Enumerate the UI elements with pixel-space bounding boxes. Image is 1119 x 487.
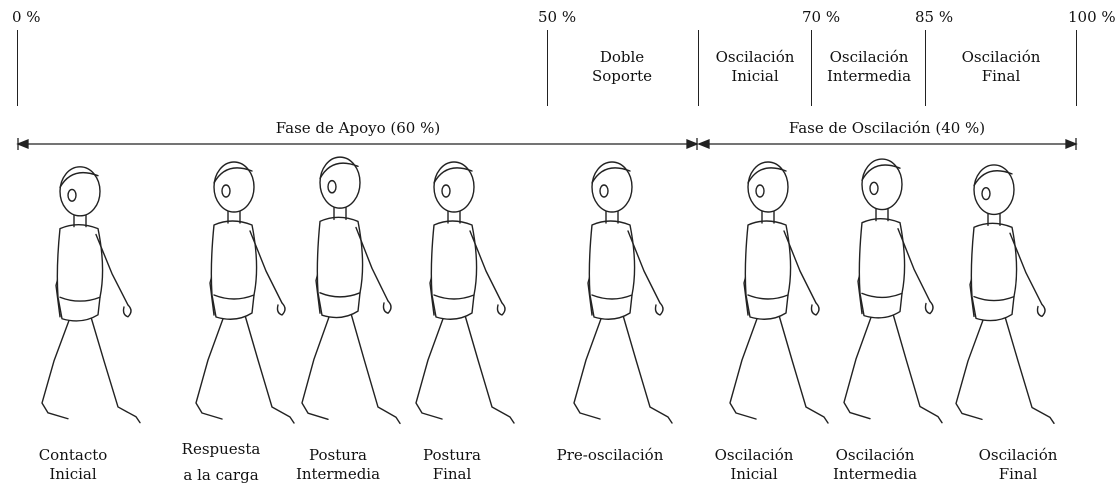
caption-line1: Oscilación	[699, 446, 809, 465]
caption-line2: Inicial	[699, 465, 809, 484]
caption-mid-stance: Postura Intermedia	[283, 446, 393, 484]
figure-terminal-swing	[956, 165, 1054, 423]
caption-line2: a la carga	[166, 466, 276, 485]
caption-line2: Inicial	[18, 465, 128, 484]
figure-initial-contact	[42, 167, 140, 423]
caption-line1: Oscilación	[963, 446, 1073, 465]
caption-line2: Final	[963, 465, 1073, 484]
figure-mid-swing	[844, 159, 942, 423]
caption-line1: Oscilación	[815, 446, 935, 465]
caption-line1: Postura	[397, 446, 507, 465]
caption-initial-contact: Contacto Inicial	[18, 446, 128, 484]
swing-phase-arrow	[699, 138, 1076, 150]
figure-initial-swing	[730, 162, 828, 423]
caption-line2: Final	[397, 465, 507, 484]
caption-line2: Intermedia	[283, 465, 393, 484]
caption-line1: Pre-oscilación	[540, 446, 680, 465]
stance-phase-arrow	[18, 138, 697, 150]
caption-terminal-stance: Postura Final	[397, 446, 507, 484]
caption-line1: Respuesta	[166, 440, 276, 459]
caption-initial-swing: Oscilación Inicial	[699, 446, 809, 484]
caption-line2: Intermedia	[815, 465, 935, 484]
figure-mid-stance	[302, 157, 400, 423]
caption-loading-response: Respuesta a la carga	[166, 440, 276, 485]
caption-terminal-swing: Oscilación Final	[963, 446, 1073, 484]
caption-line1: Contacto	[18, 446, 128, 465]
caption-mid-swing: Oscilación Intermedia	[815, 446, 935, 484]
figure-terminal-stance	[416, 162, 514, 423]
caption-pre-swing: Pre-oscilación	[540, 446, 680, 465]
figure-pre-swing	[574, 162, 672, 423]
figure-loading-response	[196, 162, 294, 423]
caption-line1: Postura	[283, 446, 393, 465]
